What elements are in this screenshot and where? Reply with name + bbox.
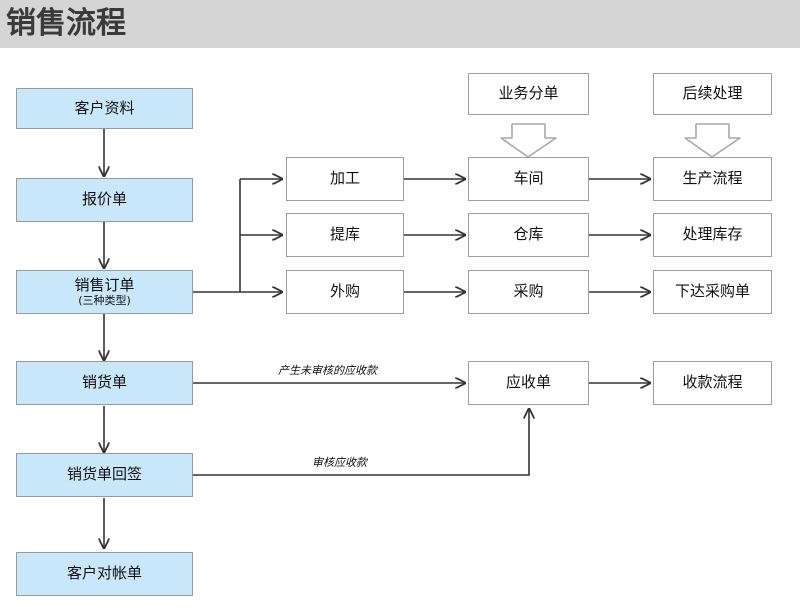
edge-label-unaudited-receivable: 产生未审核的应收款: [278, 364, 377, 377]
node-label: 车间: [513, 169, 544, 188]
node-collection-flow[interactable]: 收款流程: [653, 361, 772, 405]
node-production-flow[interactable]: 生产流程: [653, 157, 772, 201]
node-issue-po[interactable]: 下达采购单: [653, 270, 772, 314]
node-quotation[interactable]: 报价单: [16, 178, 193, 222]
header-bar: [0, 0, 800, 48]
node-purchasing[interactable]: 采购: [468, 270, 589, 314]
node-label: 采购: [513, 282, 544, 301]
node-sales-order[interactable]: 销售订单 (三种类型): [16, 270, 193, 314]
node-label: 下达采购单: [674, 282, 750, 301]
node-label: 仓库: [513, 225, 544, 244]
node-handle-inventory[interactable]: 处理库存: [653, 213, 772, 257]
node-customer-statement[interactable]: 客户对帐单: [16, 552, 193, 596]
node-outsourcing[interactable]: 外购: [286, 270, 404, 314]
column-header-label: 后续处理: [682, 84, 743, 103]
column-header-business-split: 业务分单: [468, 73, 589, 115]
node-label: 收款流程: [682, 373, 743, 392]
node-label: 报价单: [81, 190, 127, 209]
node-stock-pick[interactable]: 提库: [286, 213, 404, 257]
node-label: 客户资料: [74, 98, 135, 117]
node-processing[interactable]: 加工: [286, 157, 404, 201]
node-customer-profile[interactable]: 客户资料: [16, 88, 193, 129]
column-header-label: 业务分单: [498, 84, 559, 103]
node-label: 生产流程: [682, 169, 743, 188]
node-sublabel: (三种类型): [78, 293, 131, 307]
node-label: 提库: [329, 225, 360, 244]
node-label: 销货单回签: [66, 465, 142, 484]
node-warehouse[interactable]: 仓库: [468, 213, 589, 257]
block-arrow-down-icon-business-split: [500, 123, 557, 158]
node-label: 应收单: [505, 373, 551, 392]
node-receivable[interactable]: 应收单: [468, 361, 589, 405]
edge-label-audit-receivable: 审核应收款: [312, 456, 367, 469]
node-workshop[interactable]: 车间: [468, 157, 589, 201]
node-label: 客户对帐单: [66, 564, 142, 583]
node-label: 销售订单: [74, 275, 135, 294]
node-label: 处理库存: [682, 225, 743, 244]
block-arrow-down-icon-follow-up: [684, 123, 741, 158]
node-sales-invoice-receipt[interactable]: 销货单回签: [16, 453, 193, 497]
page-title: 销售流程: [6, 6, 126, 41]
column-header-follow-up: 后续处理: [653, 73, 772, 115]
node-label: 加工: [329, 169, 360, 188]
node-label: 外购: [329, 282, 360, 301]
node-label: 销货单: [81, 373, 127, 392]
node-sales-invoice[interactable]: 销货单: [16, 361, 193, 405]
